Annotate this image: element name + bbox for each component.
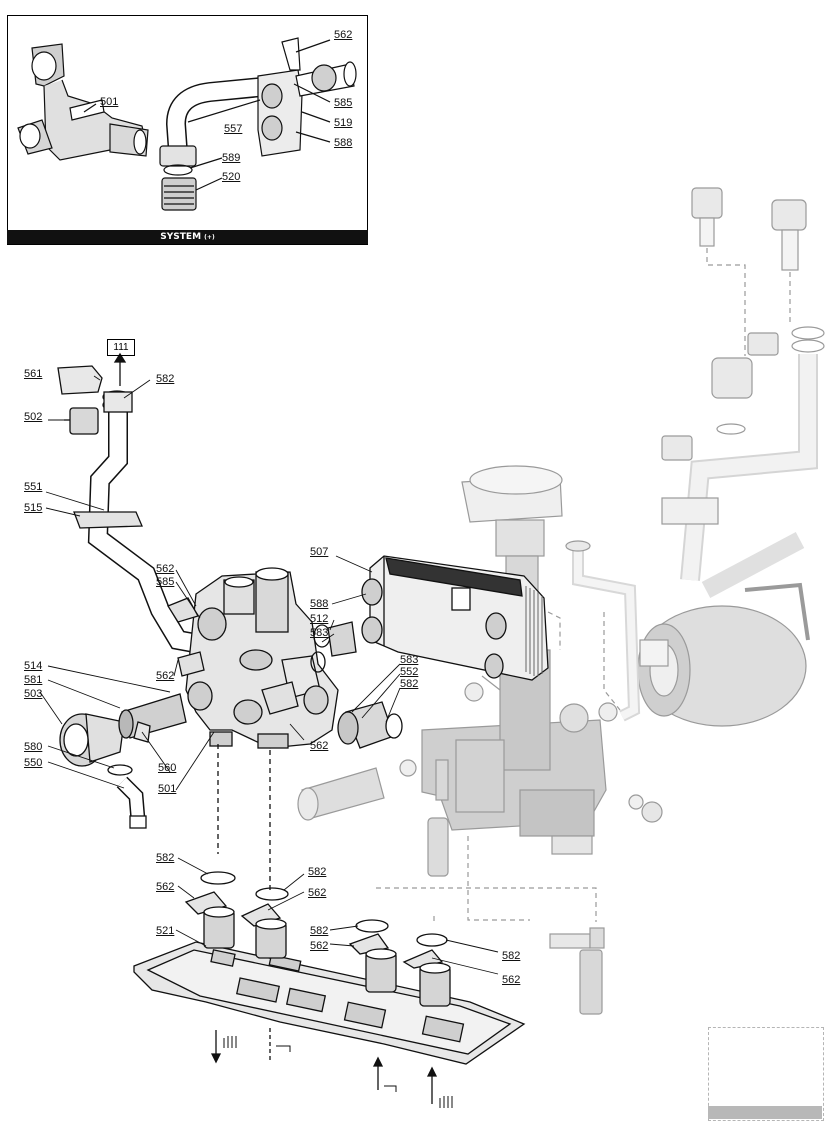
callout-589: 589: [222, 152, 241, 164]
callout-501-inset: 501: [100, 96, 119, 108]
tap-symbol-icon: [276, 1045, 397, 1092]
callout-560: 560: [158, 762, 177, 774]
callout-562-l2: 562: [308, 887, 327, 899]
callout-582-l3: 582: [310, 925, 329, 937]
callout-582-top: 582: [156, 373, 175, 385]
ghost-sensor-right: [771, 199, 807, 271]
callout-581: 581: [24, 674, 43, 686]
callout-515: 515: [24, 502, 43, 514]
callout-585: 585: [156, 576, 175, 588]
inset-redraw: [17, 37, 357, 211]
callout-588: 588: [310, 598, 329, 610]
callout-514: 514: [24, 660, 43, 672]
callout-582-l1: 582: [156, 852, 175, 864]
radiator-symbol-icon: [223, 1036, 453, 1108]
callout-562-a: 562: [156, 563, 175, 575]
leader-lines: [39, 375, 499, 975]
callout-562-inset: 562: [334, 29, 353, 41]
plate-cutouts: [210, 949, 465, 1043]
exchanger-fins: [525, 586, 543, 676]
callout-580: 580: [24, 741, 43, 753]
callout-582-l4: 582: [502, 950, 521, 962]
callout-585-inset: 585: [334, 97, 353, 109]
inset-footer-suffix: (+): [204, 234, 215, 241]
callout-583-a: 583: [310, 627, 329, 639]
callout-520: 520: [222, 171, 241, 183]
reference-box-111: 111: [107, 339, 135, 356]
callout-519: 519: [334, 117, 353, 129]
corner-detail-box: [708, 1027, 824, 1121]
callout-562-b: 562: [156, 670, 175, 682]
callout-551: 551: [24, 481, 43, 493]
callout-562-l3: 562: [310, 940, 329, 952]
ghost-parts: [297, 187, 825, 1015]
callout-501: 501: [158, 783, 177, 795]
callout-583-b: 583: [400, 654, 419, 666]
callout-503: 503: [24, 688, 43, 700]
callout-561: 561: [24, 368, 43, 380]
ghost-cartridge: [297, 759, 417, 821]
main-drawings: [39, 352, 549, 1108]
callout-521: 521: [156, 925, 175, 937]
corner-detail-bar: [708, 1106, 822, 1119]
callout-562-l4: 562: [502, 974, 521, 986]
callout-502: 502: [24, 411, 43, 423]
plate-fittings: [203, 906, 451, 1007]
callout-552: 552: [400, 666, 419, 678]
callout-512: 512: [310, 613, 329, 625]
callout-557: 557: [224, 123, 243, 135]
callout-562-l1: 562: [156, 881, 175, 893]
callout-562-c: 562: [310, 740, 329, 752]
callout-582-l2: 582: [308, 866, 327, 878]
inset-footer-bar: SYSTEM (+): [7, 230, 368, 244]
callout-507: 507: [310, 546, 329, 558]
ghost-sensor-left: [691, 187, 723, 247]
inset-drawings-visible: [17, 37, 357, 211]
callout-582-mid: 582: [400, 678, 419, 690]
callout-550: 550: [24, 757, 43, 769]
inset-footer-label: SYSTEM: [160, 232, 202, 242]
callout-588-inset: 588: [334, 137, 353, 149]
